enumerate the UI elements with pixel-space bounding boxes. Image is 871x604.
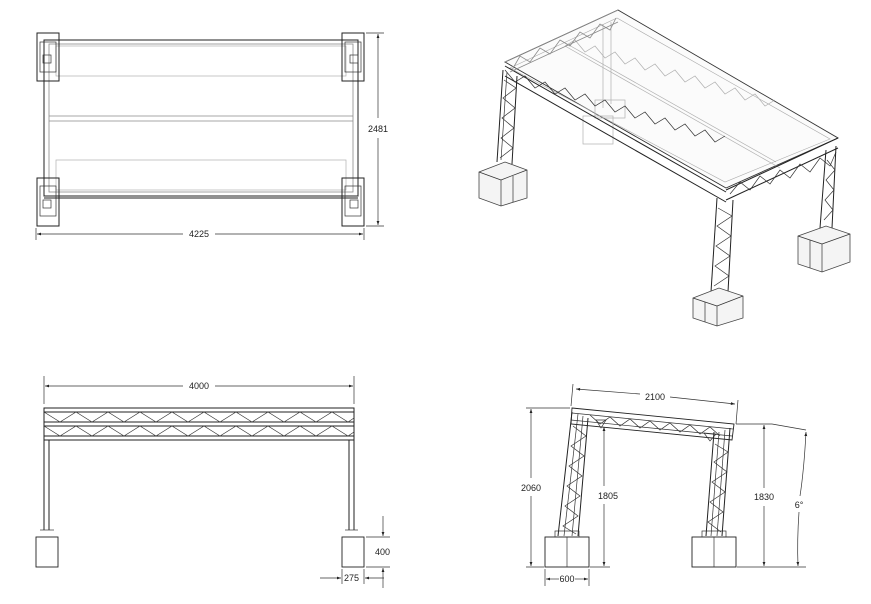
dim-plan-width: 4225 [189, 229, 209, 239]
dim-side-base-width: 600 [559, 574, 574, 584]
plan-corner-base-tr [341, 32, 365, 82]
dim-side-inner-height-right: 1830 [754, 492, 774, 502]
plan-corner-base-bl [36, 177, 60, 227]
front-base-left [35, 536, 59, 568]
side-base-right [691, 530, 737, 568]
front-elevation: 4000 400 275 [35, 376, 390, 588]
plan-corner-base-tl [36, 32, 60, 82]
iso-leg-front-right [692, 197, 744, 327]
side-elevation: 2100 [521, 383, 808, 586]
isometric-view [478, 9, 851, 327]
dim-side-angle: 6° [795, 500, 804, 510]
front-base-right [341, 536, 365, 568]
iso-leg-front-left [478, 69, 528, 207]
dim-side-top-span: 2100 [645, 392, 665, 402]
dim-side-total-height: 2060 [521, 483, 541, 493]
dim-plan-depth: 2481 [368, 124, 388, 134]
plan-view: 4225 2481 [35, 32, 388, 240]
dim-front-base-height: 400 [375, 547, 390, 557]
iso-leg-back-right [797, 145, 851, 273]
side-leg-left [557, 411, 589, 537]
dim-side-inner-height-left: 1805 [598, 491, 618, 501]
dim-front-span: 4000 [189, 381, 209, 391]
dim-front-base-width: 275 [344, 573, 359, 583]
plan-corner-base-br [341, 177, 365, 227]
side-leg-right [705, 427, 731, 537]
side-base-left [544, 530, 590, 568]
